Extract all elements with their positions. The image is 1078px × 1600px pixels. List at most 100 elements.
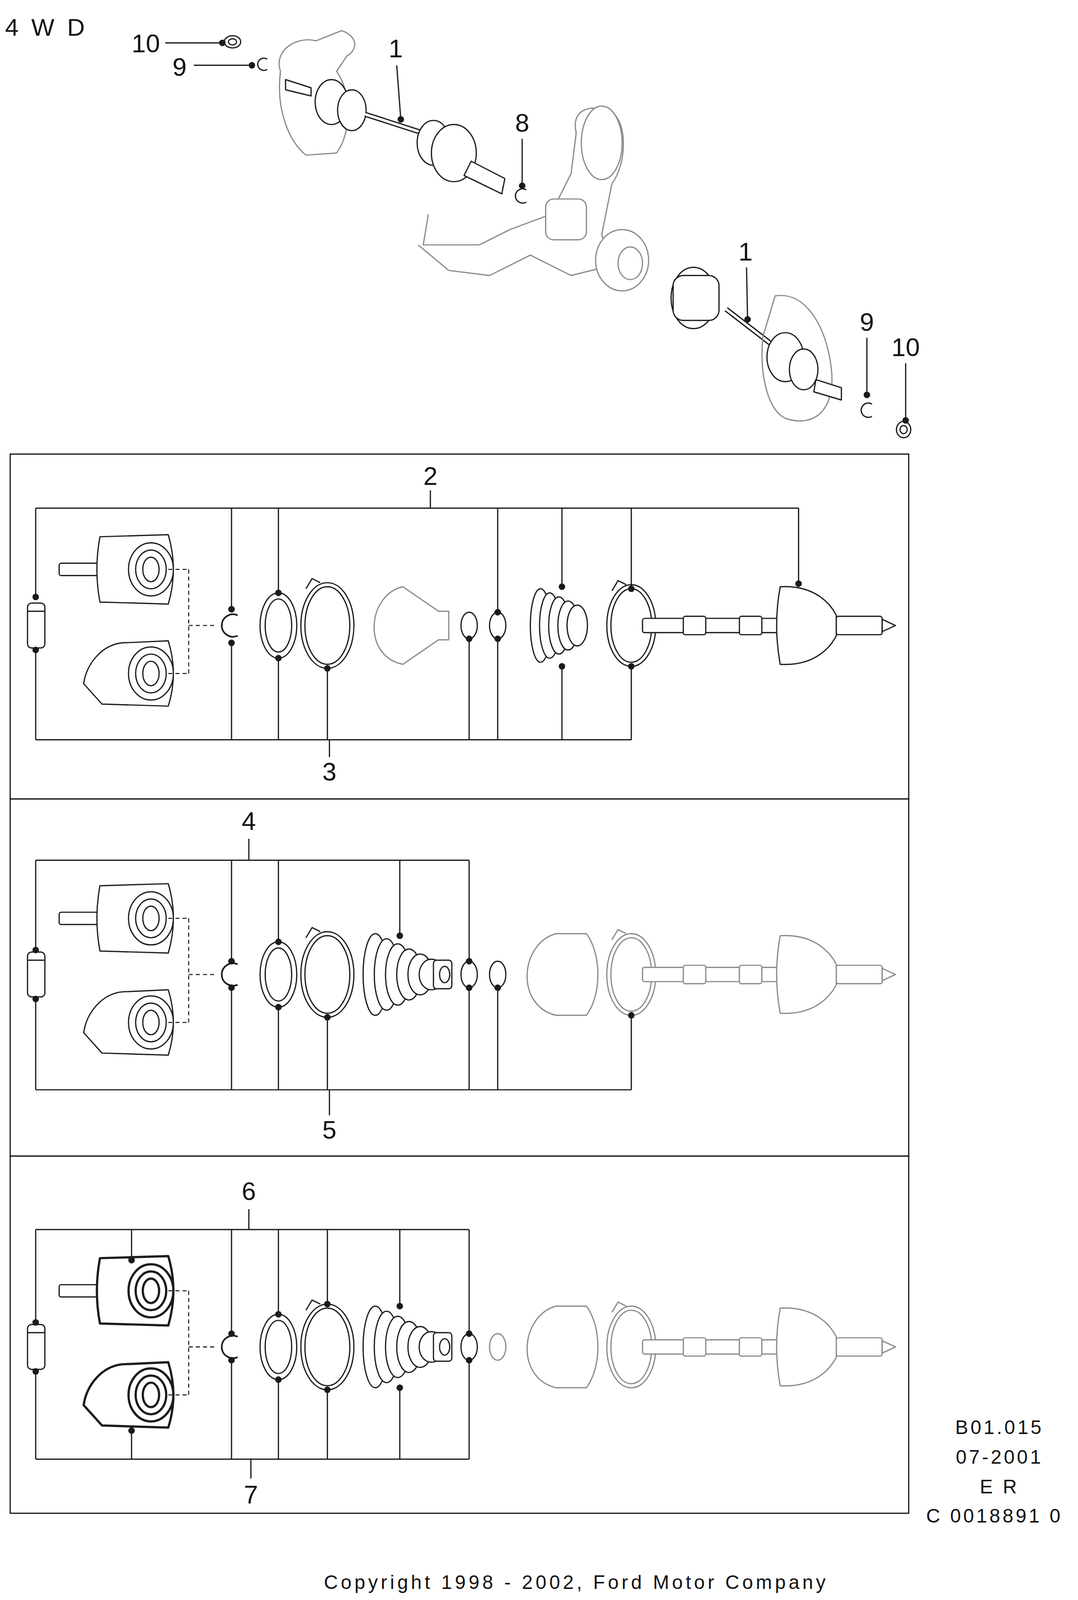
leader-line [746, 267, 748, 320]
shaft-spline [683, 1337, 706, 1357]
shaft-spline [739, 964, 763, 984]
junction-dot [627, 662, 635, 670]
junction-dot [494, 635, 501, 642]
junction-dot [228, 957, 235, 965]
leader-line [193, 64, 252, 66]
clamp-tab [306, 1299, 321, 1310]
junction-dot [397, 116, 405, 123]
junction-dot [219, 39, 226, 47]
junction-dot [32, 1367, 40, 1375]
bolt [27, 951, 45, 997]
clamp-tab [611, 1301, 626, 1312]
cv-joint-race [142, 905, 159, 931]
diff-output-flange [595, 229, 649, 291]
outer-cv-joint [776, 586, 837, 665]
clamp-tab [611, 929, 626, 940]
junction-dot [32, 946, 40, 953]
junction-dot [518, 182, 526, 190]
clamp-tab [611, 580, 626, 591]
leader-line [905, 363, 907, 421]
junction-dot [324, 1013, 331, 1021]
outer-spline [836, 615, 882, 635]
clamp-tab [306, 578, 321, 589]
junction-dot [863, 391, 871, 399]
drawing-date: 07-2001 [953, 1446, 1046, 1468]
cv-joint-race [142, 1009, 159, 1035]
clamp-tab [306, 927, 321, 938]
small-clamp [489, 960, 506, 988]
junction-dot [744, 315, 751, 323]
bracket-line [497, 638, 499, 740]
stub-axle [285, 79, 312, 96]
cv-joint-race [135, 1375, 167, 1414]
junction-dot [558, 662, 566, 670]
bracket-line [35, 739, 632, 741]
steering-knuckle [762, 295, 833, 421]
leader-line [521, 138, 523, 186]
washer [228, 38, 237, 45]
bolt [27, 1323, 45, 1369]
callout-number: 7 [241, 1480, 260, 1509]
axle-shaft [726, 309, 775, 347]
junction-dot [228, 639, 235, 647]
junction-dot [275, 938, 282, 945]
bracket-line [797, 507, 799, 584]
junction-dot [466, 1356, 473, 1364]
bracket-line [399, 1229, 401, 1306]
junction-dot [228, 983, 235, 991]
shaft-spline [739, 615, 763, 635]
bracket-line [497, 987, 499, 1090]
shaft-spline [683, 964, 706, 984]
bolt-edge [27, 610, 45, 612]
cv-boot-neck [439, 965, 450, 982]
bracket-line [130, 1429, 132, 1459]
dash-line [168, 672, 190, 674]
shaft-spline [739, 1337, 763, 1357]
panel-frame [10, 454, 909, 799]
bracket-line [230, 1359, 232, 1459]
cv-joint-race [128, 891, 174, 945]
callout-number: 6 [239, 1177, 258, 1206]
cv-joint-race [142, 661, 159, 686]
bracket-line [230, 1229, 232, 1334]
junction-dot [32, 1318, 40, 1326]
cv-joint-race [142, 1382, 159, 1407]
outer-spline-tip [882, 967, 896, 980]
cv-joint-race [135, 1002, 167, 1042]
cv-boot-neck [439, 1338, 450, 1355]
bracket-line [35, 649, 37, 740]
inner-cv-joint [673, 275, 720, 321]
stub-axle [814, 379, 842, 401]
small-clamp [489, 611, 506, 639]
junction-dot [324, 1300, 331, 1307]
cv-joint-housing [97, 1255, 174, 1325]
junction-dot [396, 1302, 404, 1309]
bolt-edge [27, 959, 45, 961]
bracket-line [278, 507, 280, 593]
circlip [221, 1335, 238, 1359]
cv-boot [526, 1305, 598, 1388]
o-ring [264, 598, 292, 652]
bracket-line [278, 859, 280, 942]
junction-dot [494, 608, 501, 616]
dash-line [168, 1393, 190, 1395]
bracket-line [35, 507, 799, 509]
leader-line [866, 337, 868, 395]
cv-joint-race [128, 646, 174, 700]
bracket-line [35, 507, 37, 597]
junction-dot [228, 1356, 235, 1364]
bracket-line [326, 1229, 328, 1304]
bracket-line [561, 666, 563, 740]
bracket-line [328, 739, 330, 757]
cv-joint-race [128, 995, 174, 1049]
bracket-line [429, 489, 431, 509]
junction-dot [275, 1375, 282, 1383]
junction-dot [128, 1256, 135, 1264]
view-title: 4 W D [3, 14, 90, 41]
bracket-line [497, 507, 499, 612]
cv-joint-race [135, 898, 167, 938]
bracket-line [326, 1017, 328, 1090]
dash-line [188, 1290, 190, 1395]
outer-cv-boot [789, 348, 819, 390]
